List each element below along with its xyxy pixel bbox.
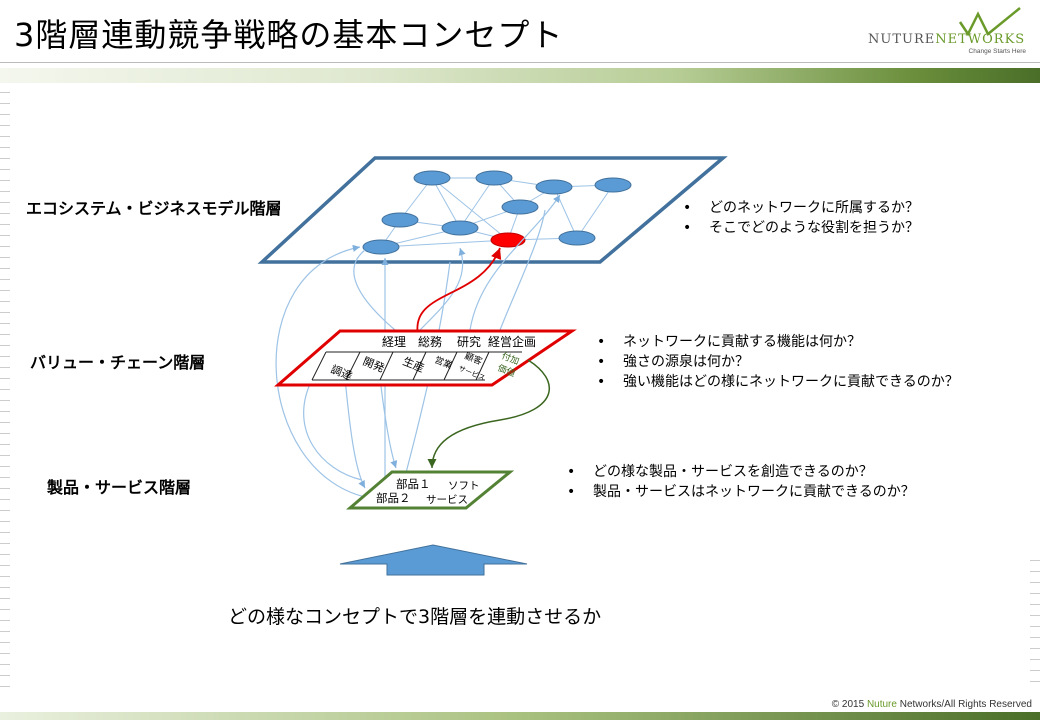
company-logo: NUTURENETWORKS Change Starts Here bbox=[860, 6, 1032, 58]
network-node bbox=[441, 220, 479, 236]
ecosystem-questions: どのネットワークに所属するか？ そこでどのような役割を担うか？ bbox=[683, 198, 919, 238]
network-node bbox=[594, 177, 632, 193]
ecosystem-layer-label: エコシステム・ビジネスモデル階層 bbox=[26, 199, 282, 218]
right-ruler bbox=[1030, 560, 1040, 690]
network-node bbox=[535, 179, 573, 195]
question-item: 強い機能はどの様にネットワークに貢献できるのか？ bbox=[597, 372, 959, 392]
network-node bbox=[362, 239, 400, 255]
value-chain-arrows bbox=[311, 351, 522, 381]
logo-tagline: Change Starts Here bbox=[968, 48, 1026, 55]
value-chain-questions: ネットワークに貢献する機能は何か？ 強さの源泉は何か？ 強い機能はどの様にネット… bbox=[597, 332, 959, 392]
logo-name: NUTURENETWORKS bbox=[868, 32, 1026, 47]
network-node bbox=[501, 199, 539, 215]
bottom-question: どの様なコンセプトで3階層を連動させるか bbox=[228, 606, 602, 628]
left-ruler bbox=[0, 92, 10, 692]
product-plane bbox=[345, 470, 515, 510]
copyright: © 2015 Nuture Networks/All Rights Reserv… bbox=[831, 699, 1032, 710]
header-divider bbox=[0, 62, 1040, 63]
up-arrow bbox=[339, 544, 528, 576]
function-top: 経理 bbox=[382, 335, 406, 349]
value-chain-plane bbox=[273, 329, 577, 387]
highlight-node bbox=[490, 232, 526, 248]
question-item: どのネットワークに所属するか？ bbox=[683, 198, 919, 218]
product-layer-label: 製品・サービス階層 bbox=[47, 478, 192, 497]
network-node bbox=[558, 230, 596, 246]
question-item: そこでどのような役割を担うか？ bbox=[683, 218, 919, 238]
page-title: 3階層連動競争戦略の基本コンセプト bbox=[14, 16, 564, 54]
product-item: 部品２ bbox=[376, 491, 411, 505]
network-node bbox=[475, 170, 513, 186]
network-node bbox=[413, 170, 451, 186]
function-top: 経営企画 bbox=[488, 334, 536, 349]
network-nodes bbox=[362, 170, 632, 255]
question-item: 強さの源泉は何か？ bbox=[597, 352, 959, 372]
product-item: サービス bbox=[426, 494, 468, 506]
network-node bbox=[381, 212, 419, 228]
logo-check-icon bbox=[958, 7, 1021, 37]
product-item: ソフト bbox=[448, 480, 480, 492]
question-item: どの様な製品・サービスを創造できるのか？ bbox=[567, 462, 915, 482]
header-gradient-bar bbox=[0, 68, 1040, 83]
product-item: 部品１ bbox=[396, 477, 431, 491]
question-item: ネットワークに貢献する機能は何か？ bbox=[597, 332, 959, 352]
value-chain-layer-label: バリュー・チェーン階層 bbox=[30, 353, 206, 372]
question-item: 製品・サービスはネットワークに貢献できるのか？ bbox=[567, 482, 915, 502]
function-top: 総務 bbox=[418, 335, 442, 349]
product-questions: どの様な製品・サービスを創造できるのか？ 製品・サービスはネットワークに貢献でき… bbox=[567, 462, 915, 502]
function-top: 研究 bbox=[457, 334, 481, 349]
footer-gradient-bar bbox=[0, 712, 1040, 720]
